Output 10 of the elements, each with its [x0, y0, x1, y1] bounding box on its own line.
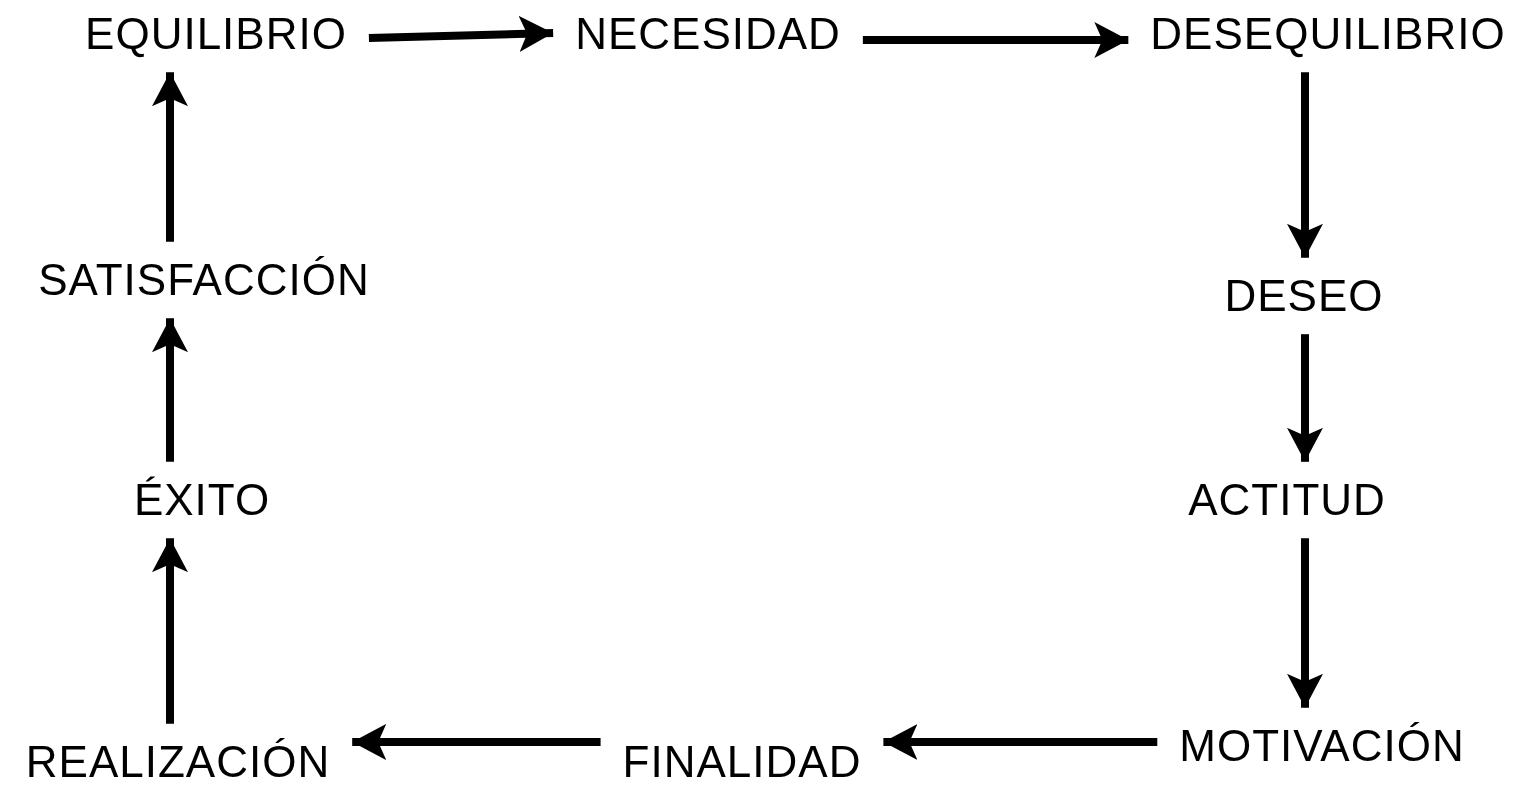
- node-label: EQUILIBRIO: [63, 0, 369, 73]
- node-label: NECESIDAD: [553, 0, 863, 73]
- node-label: DESEQUILIBRIO: [1128, 0, 1528, 73]
- node-label: FINALIDAD: [600, 723, 884, 786]
- node-label: REALIZACIÓN: [3, 723, 353, 786]
- node-label: ACTITUD: [1166, 461, 1408, 539]
- node-label: SATISFACCIÓN: [16, 241, 392, 319]
- node-label: ÉXITO: [111, 461, 293, 539]
- node-label: DESEO: [1202, 257, 1406, 335]
- node-label: MOTIVACIÓN: [1157, 707, 1487, 785]
